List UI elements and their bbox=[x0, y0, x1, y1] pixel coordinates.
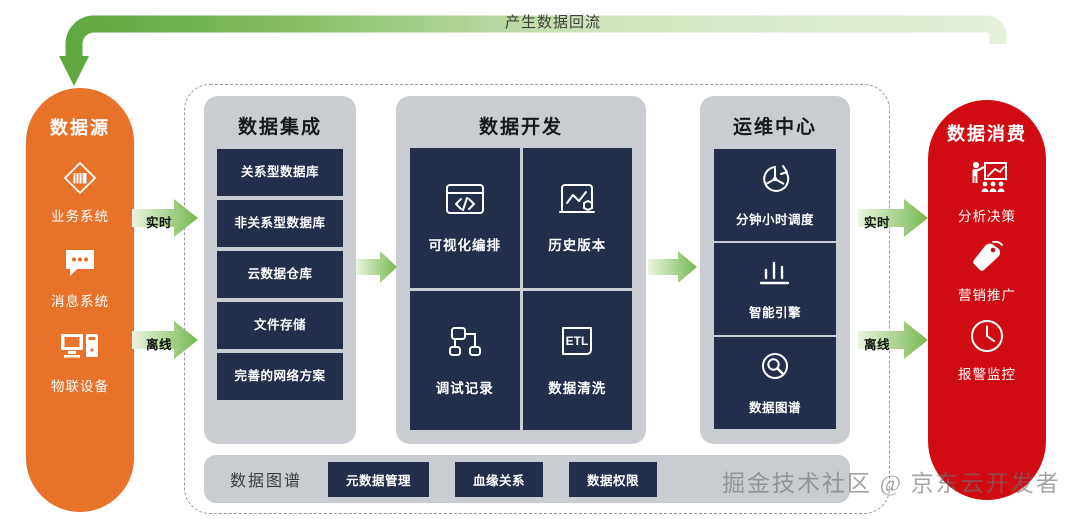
business-system-icon bbox=[26, 156, 134, 200]
flow-nodes-icon bbox=[443, 324, 487, 365]
dev-cell-label: 数据清洗 bbox=[548, 380, 607, 396]
graph-chip-lineage[interactable]: 血缘关系 bbox=[455, 461, 544, 497]
arrow-label-source-offline: 离线 bbox=[146, 338, 173, 352]
ops-cell-label: 数据图谱 bbox=[748, 401, 801, 415]
dev-cell-data-cleaning[interactable]: ETL 数据清洗 bbox=[522, 290, 632, 430]
arrow-source-realtime bbox=[132, 199, 198, 237]
data-development-panel: 数据开发 可视化编排 bbox=[396, 96, 646, 444]
dev-cell-label: 历史版本 bbox=[548, 238, 607, 254]
data-graph-row: 数据图谱 元数据管理 血缘关系 数据权限 bbox=[204, 455, 850, 503]
ops-center-title: 运维中心 bbox=[732, 117, 817, 138]
dev-cell-debug-log[interactable]: 调试记录 bbox=[410, 290, 520, 430]
data-source-column[interactable]: 数据源 业务系统 bbox=[26, 88, 134, 512]
consume-item-label: 分析决策 bbox=[958, 209, 1016, 224]
arrow-label-consume-realtime: 实时 bbox=[864, 216, 891, 230]
arrow-label-consume-offline: 离线 bbox=[864, 338, 891, 352]
clock-icon bbox=[928, 314, 1046, 358]
arrow-integration-to-development bbox=[356, 251, 397, 283]
message-bubble-icon bbox=[26, 241, 134, 285]
dev-cell-visual-orchestration[interactable]: 可视化编排 bbox=[410, 148, 520, 288]
data-source-title: 数据源 bbox=[50, 118, 110, 138]
ops-cell-engine[interactable]: 智能引擎 bbox=[714, 243, 836, 335]
ops-cell-scheduling[interactable]: 分钟小时调度 bbox=[714, 149, 836, 241]
platform-container bbox=[184, 84, 890, 514]
iot-device-icon bbox=[26, 326, 134, 370]
data-graph-panel: 数据图谱 元数据管理 血缘关系 数据权限 bbox=[204, 455, 850, 503]
integration-chip-list: 关系型数据库 非关系型数据库 云数据仓库 文件存储 完善的网络方案 bbox=[217, 149, 343, 400]
source-item-label: 物联设备 bbox=[51, 379, 109, 394]
data-consumption-column[interactable]: 数据消费 分析决策 bbox=[928, 100, 1046, 500]
data-integration-title: 数据集成 bbox=[237, 117, 322, 138]
code-window-icon bbox=[443, 181, 487, 222]
ops-center-panel: 运维中心 分钟小时调度 bbox=[700, 96, 850, 444]
consume-item-marketing[interactable]: 营销推广 bbox=[928, 235, 1046, 304]
ops-cell-label: 分钟小时调度 bbox=[735, 213, 814, 227]
arrow-label-source-realtime: 实时 bbox=[146, 216, 173, 230]
integration-chip[interactable]: 非关系型数据库 bbox=[217, 200, 343, 247]
source-item-label: 消息系统 bbox=[51, 294, 109, 309]
integration-chip[interactable]: 关系型数据库 bbox=[217, 149, 343, 196]
data-consumption-title: 数据消费 bbox=[947, 124, 1027, 144]
consume-item-label: 报警监控 bbox=[958, 367, 1016, 382]
arrow-development-to-ops bbox=[648, 251, 697, 283]
graph-chip-permission[interactable]: 数据权限 bbox=[569, 461, 658, 497]
ops-cell-list: 分钟小时调度 智能引擎 bbox=[714, 149, 836, 429]
data-graph-label: 数据图谱 bbox=[230, 473, 303, 490]
search-circle-icon bbox=[756, 350, 794, 389]
consume-item-alarm[interactable]: 报警监控 bbox=[928, 314, 1046, 383]
development-grid: 可视化编排 历史版本 bbox=[410, 148, 632, 430]
data-development-title: 数据开发 bbox=[478, 117, 563, 138]
feedback-band-label: 产生数据回流 bbox=[504, 14, 601, 31]
svg-text:ETL: ETL bbox=[566, 334, 589, 348]
arrow-consume-realtime bbox=[858, 199, 928, 237]
ops-cell-data-graph[interactable]: 数据图谱 bbox=[714, 337, 836, 429]
integration-chip[interactable]: 完善的网络方案 bbox=[217, 353, 343, 400]
dev-cell-label: 调试记录 bbox=[435, 380, 494, 396]
watermark: 掘金技术社区 @ 京东云开发者 bbox=[722, 471, 1061, 496]
graph-chip-metadata[interactable]: 元数据管理 bbox=[328, 461, 430, 497]
dev-cell-label: 可视化编排 bbox=[428, 238, 501, 254]
consume-item-label: 营销推广 bbox=[958, 288, 1016, 303]
arrow-source-offline bbox=[132, 321, 198, 359]
arrow-consume-offline bbox=[858, 321, 928, 359]
history-chart-icon bbox=[555, 181, 599, 222]
data-feedback-band bbox=[58, 8, 1068, 44]
source-item-label: 业务系统 bbox=[51, 209, 109, 224]
data-integration-panel: 数据集成 关系型数据库 非关系型数据库 云数据仓库 文件存储 完善的网络方案 bbox=[204, 96, 356, 444]
source-item-iot[interactable]: 物联设备 bbox=[26, 326, 134, 395]
integration-chip[interactable]: 云数据仓库 bbox=[217, 251, 343, 298]
etl-icon: ETL bbox=[555, 324, 599, 365]
price-tag-icon bbox=[928, 235, 1046, 279]
presentation-board-icon bbox=[928, 156, 1046, 200]
schedule-pie-icon bbox=[756, 162, 794, 201]
consume-item-analysis[interactable]: 分析决策 bbox=[928, 156, 1046, 225]
source-item-business[interactable]: 业务系统 bbox=[26, 156, 134, 225]
dev-cell-history-version[interactable]: 历史版本 bbox=[522, 148, 632, 288]
ops-cell-label: 智能引擎 bbox=[748, 306, 801, 320]
bar-chart-icon bbox=[755, 257, 795, 294]
source-item-message[interactable]: 消息系统 bbox=[26, 241, 134, 310]
feedback-return-arrow bbox=[58, 14, 128, 99]
integration-chip[interactable]: 文件存储 bbox=[217, 302, 343, 349]
